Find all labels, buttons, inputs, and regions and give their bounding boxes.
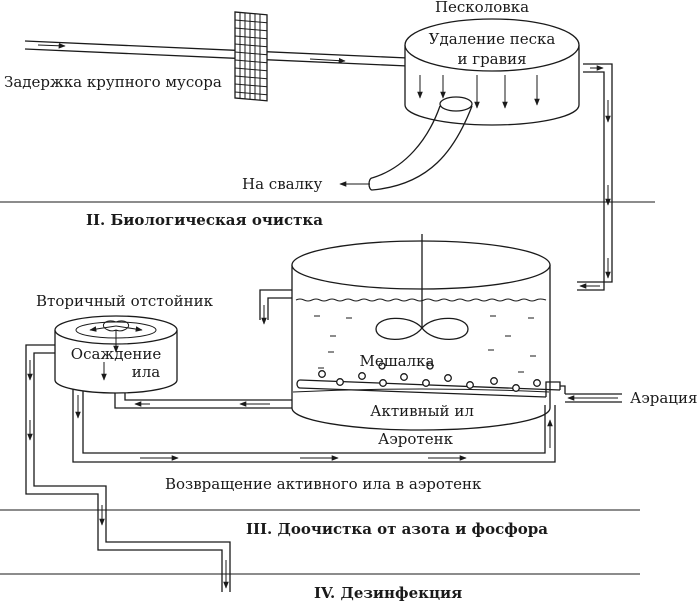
- grit-discharge-chute: [339, 96, 473, 191]
- secondary-clarifier-label: Вторичный отстойник: [36, 292, 214, 310]
- bar-screen: [234, 11, 268, 102]
- aeration-pipe: [296, 362, 561, 398]
- mixer: [375, 234, 469, 340]
- settling-label-line1: Осаждение: [71, 345, 162, 363]
- aeration-label: Аэрация: [630, 389, 697, 407]
- stage-3-title: III. Доочистка от азота и фосфора: [246, 520, 548, 538]
- settling-label-line2: ила: [132, 363, 161, 381]
- grit-removal-label-line2: и гравия: [457, 50, 526, 68]
- stage-2-title: II. Биологическая очистка: [86, 211, 323, 229]
- coarse-debris-label: Задержка крупного мусора: [4, 73, 222, 91]
- aeration-tank: [291, 240, 551, 431]
- sludge-return-label: Возвращение активного ила в аэротенк: [165, 475, 482, 493]
- inlet-pipe: [24, 40, 409, 67]
- to-landfill-label: На свалку: [242, 175, 322, 193]
- pipe-effluent: [25, 344, 231, 592]
- grit-chamber: [404, 18, 580, 126]
- secondary-clarifier: [54, 315, 178, 394]
- grit-chamber-label: Песколовка: [435, 0, 529, 16]
- pipe-tank-to-clarifier: [259, 289, 292, 325]
- pipe-sludge-return: [72, 385, 556, 463]
- stage-4-title: IV. Дезинфекция: [314, 584, 462, 602]
- activated-sludge-label: Активный ил: [370, 402, 474, 420]
- grit-removal-label-line1: Удаление песка: [429, 30, 556, 48]
- mixer-label: Мешалка: [360, 352, 435, 370]
- pipe-grit-to-tank: [577, 63, 613, 291]
- aeration-tank-label: Аэротенк: [378, 430, 454, 448]
- air-inlet: [560, 385, 622, 403]
